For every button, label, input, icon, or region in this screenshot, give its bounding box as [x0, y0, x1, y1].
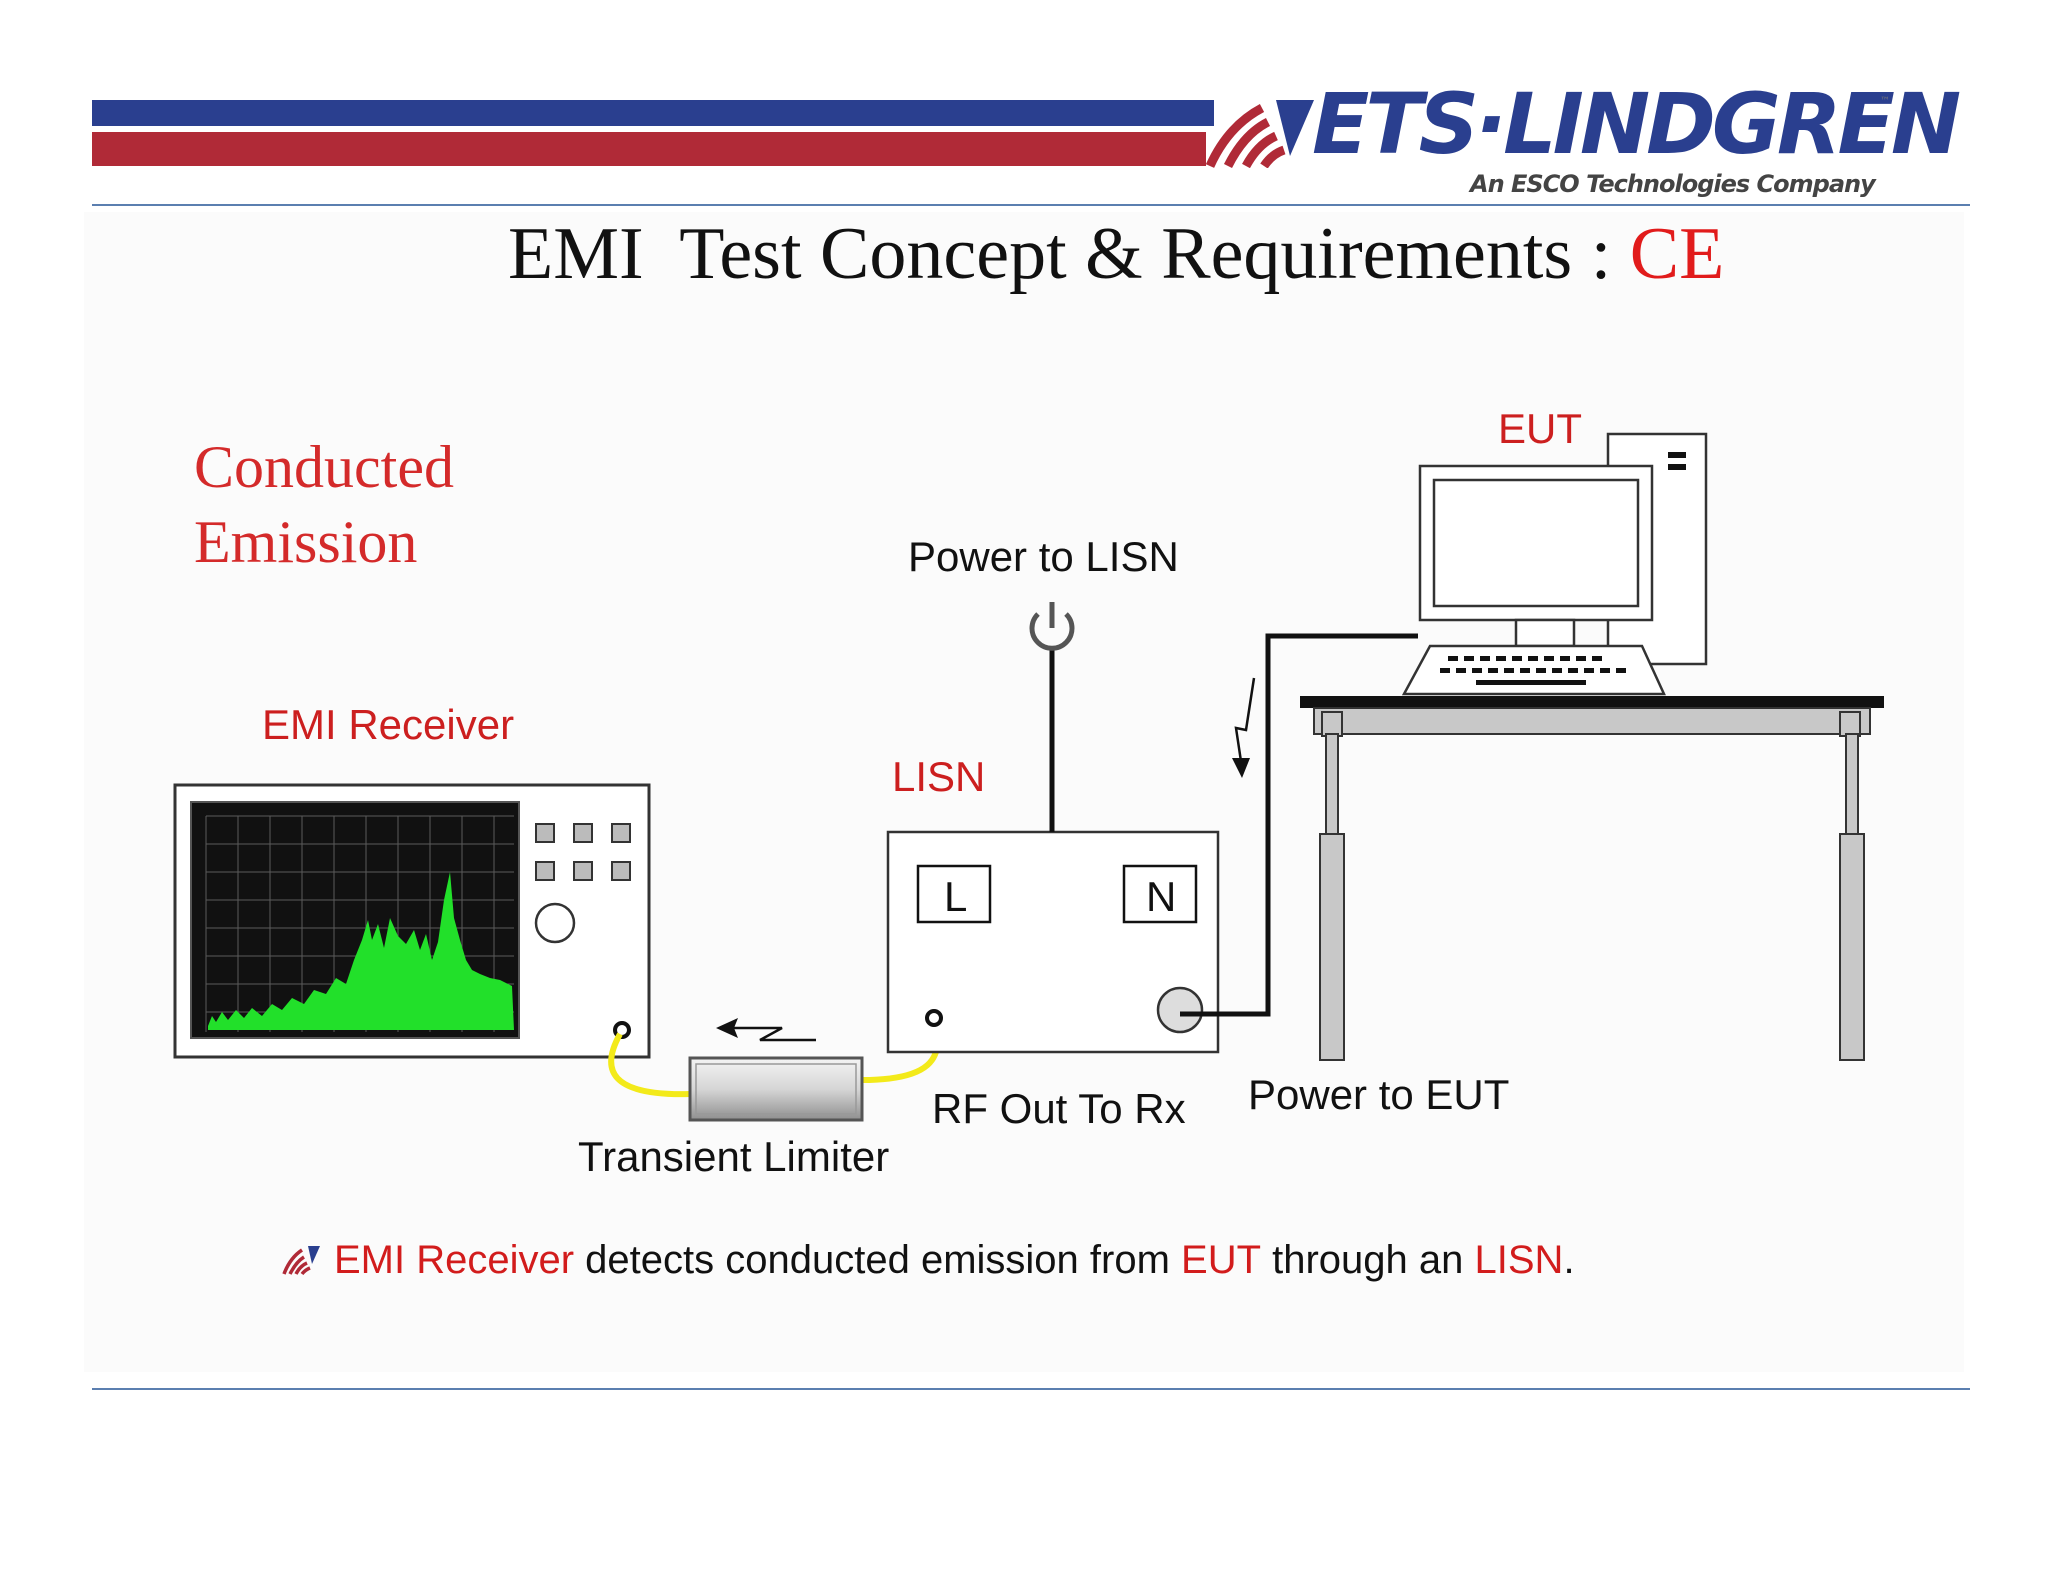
lisn-l-terminal: L — [944, 873, 968, 920]
section-heading-line2: Emission — [194, 509, 418, 575]
computer-icon — [1401, 432, 1708, 696]
slide-title: EMI Test Concept & Requirements : CE — [508, 210, 1724, 299]
header-divider — [92, 204, 1970, 206]
lightning-arrow-icon — [1232, 677, 1256, 778]
emi-receiver-device — [173, 783, 651, 1059]
power-icon — [1029, 602, 1075, 651]
brand-tagline: An ESCO Technologies Company — [1470, 170, 1876, 198]
caption-emi-receiver: EMI Receiver — [334, 1238, 575, 1282]
caption-eut: EUT — [1181, 1238, 1262, 1282]
power-to-lisn-label: Power to LISN — [908, 533, 1179, 580]
eut-label: EUT — [1498, 405, 1582, 452]
caption-period: . — [1563, 1238, 1575, 1282]
power-to-eut-label: Power to EUT — [1248, 1071, 1510, 1118]
caption-lisn: LISN — [1474, 1238, 1564, 1282]
emi-receiver-label: EMI Receiver — [262, 701, 515, 748]
caption-text-1: detects conducted emission from — [574, 1238, 1182, 1282]
footer-divider — [92, 1388, 1970, 1390]
rf-out-label: RF Out To Rx — [932, 1085, 1186, 1132]
lisn-device — [886, 830, 1220, 1054]
lightning-arrow-icon — [716, 1018, 816, 1042]
brand-logo: ETS·LINDGREN — [1312, 75, 1961, 173]
signal-waves-icon — [282, 1246, 320, 1276]
section-heading-line1: Conducted — [194, 434, 454, 500]
trademark-mark: ™ — [1880, 96, 1890, 107]
title-accent: CE — [1629, 213, 1725, 295]
lisn-n-terminal: N — [1146, 873, 1177, 920]
header-stripe-red — [92, 132, 1206, 166]
brand-waves-icon — [1206, 100, 1314, 168]
title-main: EMI Test Concept & Requirements : — [508, 213, 1630, 295]
caption-text-2: through an — [1261, 1238, 1475, 1282]
transient-limiter-label: Transient Limiter — [578, 1133, 890, 1180]
header-stripe-blue — [92, 100, 1214, 126]
lisn-label: LISN — [892, 753, 986, 800]
section-heading: Conducted Emission — [194, 430, 454, 580]
caption: EMI Receiver detects conducted emission … — [282, 1240, 1575, 1280]
table-icon — [1300, 696, 1884, 1061]
transient-limiter-device — [688, 1056, 864, 1122]
